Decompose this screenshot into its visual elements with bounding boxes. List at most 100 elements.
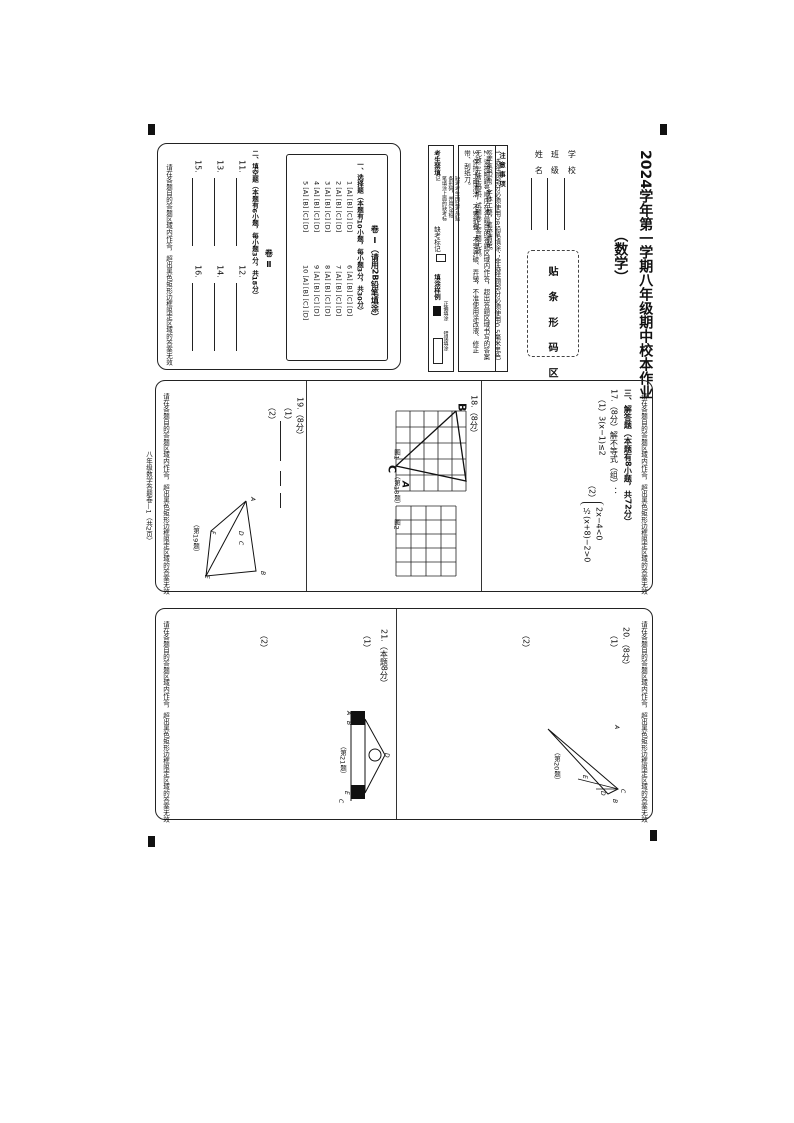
q17-sys-1: 2x−4<0 bbox=[594, 507, 604, 541]
section3-title: 三、解答题（本题有8小题，共72分） bbox=[623, 389, 633, 526]
name-underline[interactable] bbox=[531, 178, 533, 230]
q19-caption: （第19题） bbox=[191, 521, 200, 556]
point-label: E bbox=[342, 791, 350, 795]
school-label-v: 学 校 bbox=[567, 150, 577, 174]
wrong-fill-sample bbox=[433, 338, 443, 364]
q19-diagonal bbox=[205, 500, 247, 577]
q19-figure bbox=[205, 500, 257, 577]
school-underline[interactable] bbox=[564, 178, 566, 230]
choice-row[interactable]: 4 [A] [B] [C] [D] bbox=[312, 181, 321, 233]
barcode-area-v: 贴 条 形 码 区 bbox=[527, 250, 579, 384]
point-label: D bbox=[236, 531, 244, 536]
correct-fill-sample bbox=[433, 306, 441, 316]
notice-label: 注意事项 bbox=[497, 152, 506, 190]
q18-title: 18.（8分） bbox=[469, 395, 479, 437]
fill-blank-line[interactable] bbox=[236, 178, 238, 246]
q19-parallelogram bbox=[205, 500, 257, 577]
class-field-v[interactable]: 班 级 bbox=[549, 150, 559, 174]
class-underline[interactable] bbox=[547, 178, 549, 230]
choice-row[interactable]: 1 [A] [B] [C] [D] bbox=[345, 181, 354, 233]
q18-label-B: B bbox=[455, 403, 469, 412]
q19-title: 19.（8分） bbox=[295, 397, 305, 439]
q19-blank-3[interactable] bbox=[280, 493, 282, 508]
point-label: C bbox=[236, 541, 244, 546]
part1-section-v: 一、选择题（本题有10小题，每小题3分，共30分） bbox=[355, 161, 364, 314]
q21-circle bbox=[368, 748, 382, 762]
choice-row[interactable]: 7 [A] [B] [C] [D] bbox=[334, 265, 343, 317]
q19-blank-1[interactable] bbox=[280, 421, 282, 461]
fill-blank-line[interactable] bbox=[214, 178, 216, 246]
class-label-v: 班 级 bbox=[550, 150, 560, 174]
q20-title: 20.（8分） bbox=[621, 627, 631, 669]
q20-divider bbox=[396, 609, 398, 819]
fill-example-label: 填涂样例 bbox=[432, 274, 441, 300]
point-label: C bbox=[618, 789, 626, 794]
registration-mark-top-right bbox=[660, 124, 667, 135]
q18-label-C: C bbox=[385, 465, 399, 474]
q19-blank-2[interactable] bbox=[280, 471, 282, 486]
fill-blank-number: 12. bbox=[237, 265, 247, 278]
absent-checkbox[interactable] bbox=[436, 254, 446, 262]
absent-note: 缺考考生由监考员贴条形码，并用2B铅笔填涂上面的缺考标记 bbox=[434, 176, 461, 221]
registration-mark-top-left bbox=[148, 124, 155, 135]
q21-wall-top bbox=[351, 711, 365, 725]
fill-blank[interactable]: 11. bbox=[236, 160, 250, 250]
q20-part2: （2） bbox=[521, 631, 531, 653]
page2-panel-v: 请在各题目的答题区域内作答，超出黑色矩形边框限定区域的答案无效 请在各题目的答题… bbox=[144, 380, 653, 595]
choice-row[interactable]: 2 [A] [B] [C] [D] bbox=[334, 181, 343, 233]
choice-row[interactable]: 6 [A] [B] [C] [D] bbox=[345, 265, 354, 317]
part2-section-v: 二、填空题（本题有6小题，每小题3分，共18分） bbox=[250, 150, 259, 299]
fill-blank-line[interactable] bbox=[236, 283, 238, 351]
part1-box-v: 卷 Ⅰ（请用2B铅笔填涂） 一、选择题（本题有10小题，每小题3分，共30分） … bbox=[286, 154, 388, 361]
part2-title-v: 卷 Ⅱ bbox=[264, 249, 274, 269]
q21-title: 21.（本题8分） bbox=[379, 629, 389, 687]
page3-panel-v: 请在各题目的答题区域内作答，超出黑色矩形边框限定区域的答案无效 请在各题目的答题… bbox=[155, 608, 653, 823]
fill-blank[interactable]: 15. bbox=[192, 160, 206, 250]
q18-fig1-label: 图1 bbox=[392, 449, 401, 460]
page2-footer: 八年级数学答题卷—1（共2页） bbox=[144, 451, 153, 544]
point-label: B bbox=[344, 721, 352, 726]
q18-caption: （第18题） bbox=[392, 473, 401, 508]
fill-blank[interactable]: 12. bbox=[236, 265, 250, 355]
q18-grid-1 bbox=[395, 410, 467, 492]
warning-text-v5: 请在各题目的答题区域内作答，超出黑色矩形边框限定区域的答案无效 bbox=[161, 621, 170, 823]
fill-blank-line[interactable] bbox=[214, 283, 216, 351]
fill-blank[interactable]: 13. bbox=[214, 160, 228, 250]
q21-part2: （2） bbox=[259, 631, 269, 653]
correct-fill-label: 正确填涂 bbox=[442, 301, 449, 321]
name-field-v[interactable]: 姓 名 bbox=[533, 150, 543, 174]
q18-triangle bbox=[394, 410, 467, 482]
point-label: A bbox=[248, 497, 256, 502]
choice-row[interactable]: 10 [A] [B] [C] [D] bbox=[301, 265, 310, 321]
choice-row[interactable]: 9 [A] [B] [C] [D] bbox=[312, 265, 321, 317]
fill-blank-number: 14. bbox=[215, 265, 225, 278]
q21-caption: （第21题） bbox=[338, 743, 347, 778]
q17-brace bbox=[580, 502, 604, 506]
fill-blank-line[interactable] bbox=[192, 283, 194, 351]
fill-blank[interactable]: 14. bbox=[214, 265, 228, 355]
q20-figure bbox=[547, 728, 619, 795]
warning-text-v4: 请在各题目的答题区域内作答，超出黑色矩形边框限定区域的答案无效 bbox=[639, 621, 648, 823]
choice-row[interactable]: 8 [A] [B] [C] [D] bbox=[323, 265, 332, 317]
fill-blank[interactable]: 16. bbox=[192, 265, 206, 355]
exam-title-v: 2024学年第一学期八年级期中校本作业 bbox=[637, 150, 654, 399]
notice-item-1: 1. 选择题部分必须使用2B铅笔填涂；非选择题部分必须使用0.5毫米黑色签字笔书… bbox=[484, 150, 501, 360]
barcode-label-v: 贴 条 形 码 区 bbox=[546, 266, 557, 384]
school-field-v[interactable]: 学 校 bbox=[566, 150, 576, 174]
point-label: B bbox=[610, 799, 618, 804]
fill-blank-number: 15. bbox=[193, 160, 203, 173]
notice-label-cell: 注意事项 bbox=[495, 146, 507, 371]
q20-line-ce bbox=[577, 778, 619, 790]
q20-triangle bbox=[547, 728, 619, 795]
choice-row[interactable]: 3 [A] [B] [C] [D] bbox=[323, 181, 332, 233]
q20-part1: （1） bbox=[609, 631, 619, 653]
fill-blank-line[interactable] bbox=[192, 178, 194, 246]
part1-title-v: 卷 Ⅰ（请用2B铅笔填涂） bbox=[370, 225, 380, 321]
point-label: D bbox=[598, 791, 606, 796]
q18-grid-2 bbox=[395, 505, 457, 577]
warning-text-v3: 请在各题目的答题区域内作答，超出黑色矩形边框限定区域的答案无效 bbox=[161, 393, 170, 595]
q17-sys-2: ½(x+8)−2>0 bbox=[582, 507, 592, 563]
choice-row[interactable]: 5 [A] [B] [C] [D] bbox=[301, 181, 310, 233]
point-label: E bbox=[202, 575, 210, 579]
q18-label-A: A bbox=[399, 481, 410, 488]
